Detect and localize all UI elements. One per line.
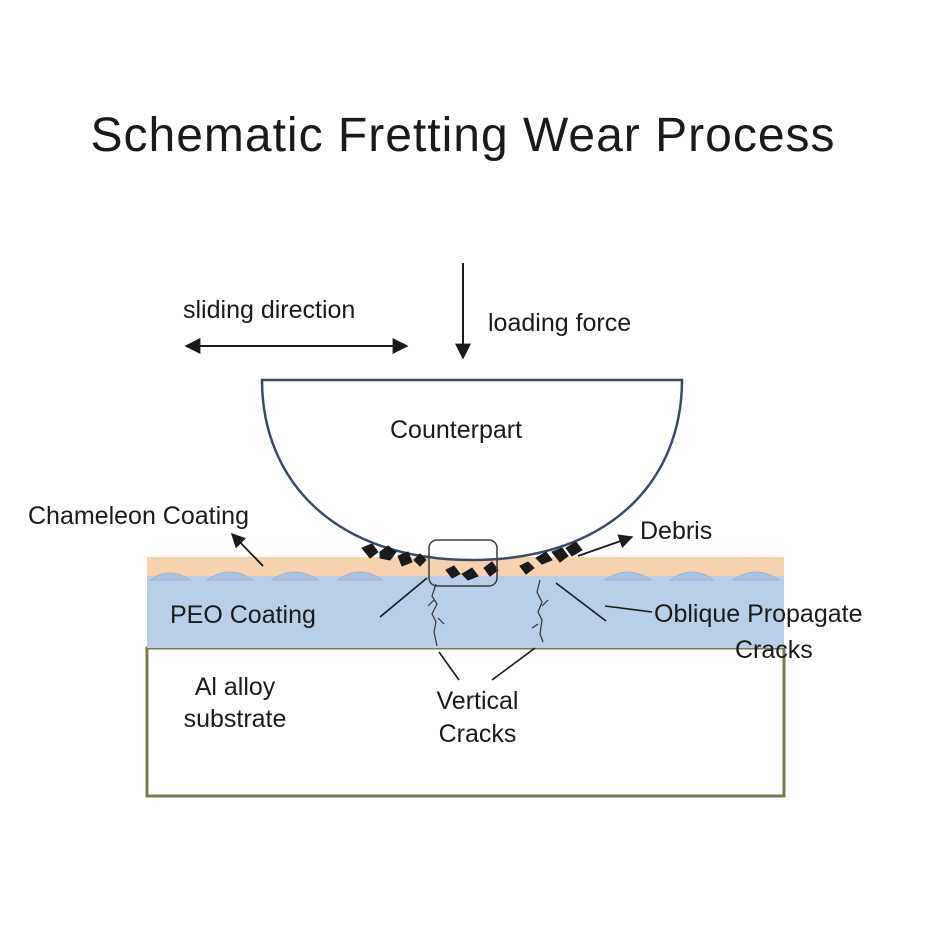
chameleon-leader-arrow bbox=[230, 532, 264, 567]
peo-bumps bbox=[148, 571, 781, 581]
chameleon-coating-label: Chameleon Coating bbox=[28, 502, 249, 530]
diagram-title: Schematic Fretting Wear Process bbox=[90, 109, 836, 162]
counterpart-shape bbox=[260, 378, 684, 562]
peo-coating-layer bbox=[147, 572, 784, 648]
debris-particles bbox=[361, 541, 583, 581]
vertical-cracks-label-line1: Vertical bbox=[436, 687, 519, 715]
oblique-cracks-label-line2: Cracks bbox=[735, 636, 813, 664]
oblique-cracks-label-line1: Oblique Propagate bbox=[654, 600, 863, 628]
contact-zone-box bbox=[428, 539, 498, 587]
debris-leader-arrow bbox=[577, 534, 634, 557]
substrate-label-line1: Al alloy bbox=[194, 673, 276, 701]
chameleon-coating-layer bbox=[147, 557, 784, 576]
debris-label: Debris bbox=[640, 517, 713, 545]
counterpart-label: Counterpart bbox=[390, 416, 523, 444]
sliding-direction-label: sliding direction bbox=[183, 296, 356, 324]
vertical-cracks-label-line2: Cracks bbox=[438, 720, 517, 748]
loading-force-label: loading force bbox=[488, 309, 632, 337]
peo-coating-label: PEO Coating bbox=[170, 601, 316, 629]
crack-lines bbox=[427, 579, 549, 647]
substrate-block bbox=[145, 646, 786, 798]
substrate-label-line2: substrate bbox=[183, 705, 287, 733]
leader-lines bbox=[379, 577, 653, 681]
